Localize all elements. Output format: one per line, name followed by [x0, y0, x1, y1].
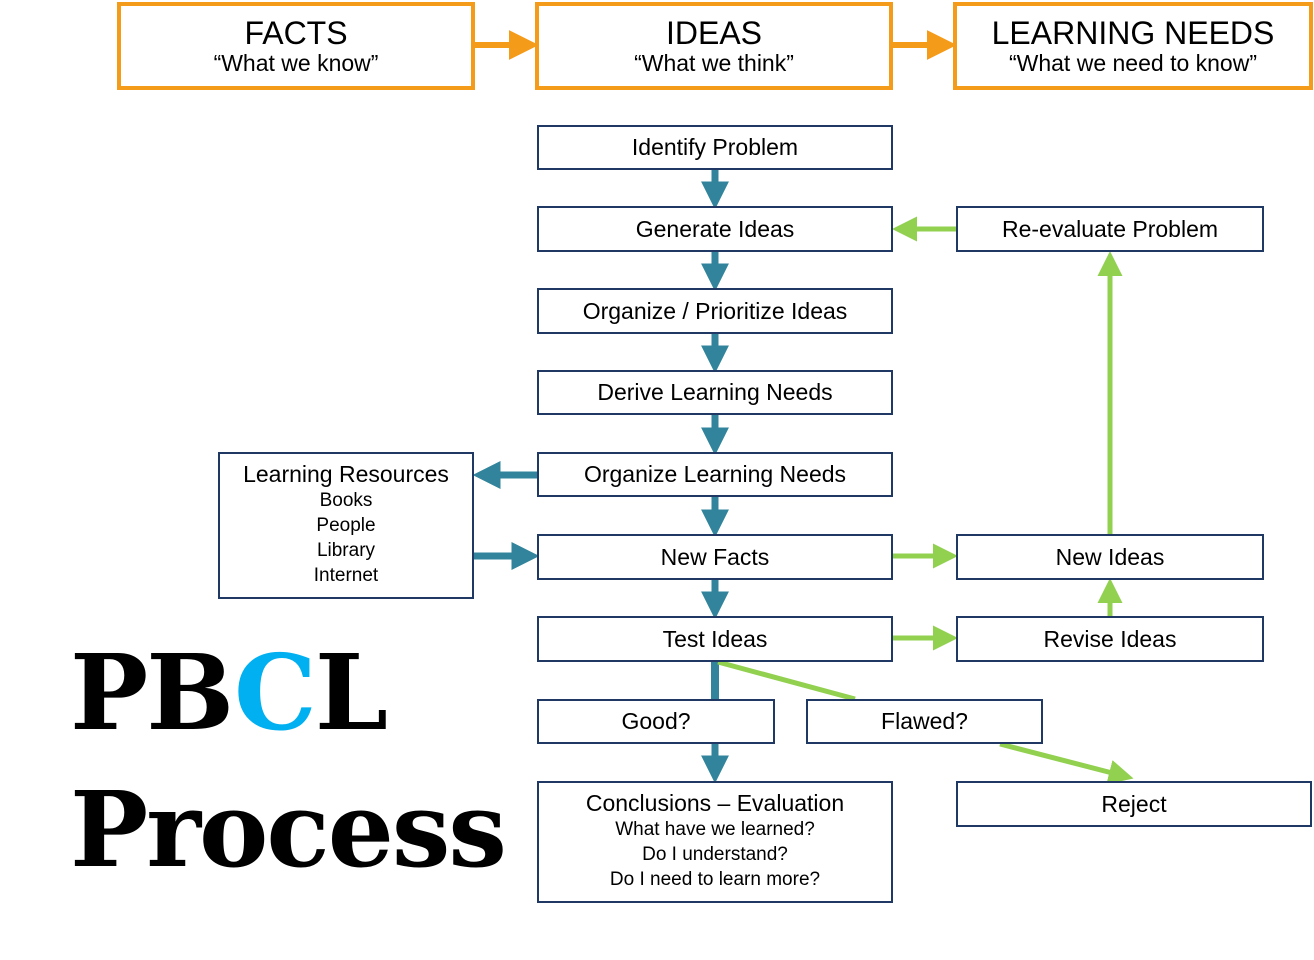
reevaluate-problem-box: Re-evaluate Problem: [956, 206, 1264, 252]
flawed-box: Flawed?: [806, 699, 1043, 744]
revise-ideas-box: Revise Ideas: [956, 616, 1264, 662]
process-title: Process: [70, 768, 507, 891]
conclusions-question: What have we learned?: [615, 819, 815, 840]
identify-problem-box: Identify Problem: [537, 125, 893, 170]
learning-needs-subtitle: “What we need to know”: [1008, 50, 1257, 76]
organize-learning-needs-box: Organize Learning Needs: [537, 452, 893, 497]
resource-item: Books: [319, 490, 373, 511]
facts-title: FACTS: [244, 15, 348, 51]
learning-resources-title: Learning Resources: [243, 461, 449, 487]
conclusions-evaluation-box: Conclusions – Evaluation What have we le…: [537, 781, 893, 903]
learning-resources-box: Learning Resources Books People Library …: [218, 452, 474, 599]
organize-prioritize-ideas-box: Organize / Prioritize Ideas: [537, 288, 893, 334]
pbcl-title-part2: L: [314, 631, 388, 754]
generate-ideas-box: Generate Ideas: [537, 206, 893, 252]
flawed-to-reject-arrow: [999, 741, 1134, 785]
test-to-flawed-line: [717, 659, 856, 702]
ideas-subtitle: “What we think”: [634, 50, 794, 76]
conclusions-question: Do I need to learn more?: [609, 869, 821, 890]
ideas-title: IDEAS: [665, 15, 763, 51]
pbcl-title-part1: PB: [70, 631, 236, 754]
facts-header: FACTS “What we know”: [117, 2, 475, 90]
resource-item: Library: [316, 540, 376, 561]
derive-learning-needs-box: Derive Learning Needs: [537, 370, 893, 415]
pbcl-title-highlight: C: [234, 631, 317, 754]
test-ideas-box: Test Ideas: [537, 616, 893, 662]
resource-item: People: [316, 515, 376, 536]
conclusions-title: Conclusions – Evaluation: [585, 790, 845, 816]
good-box: Good?: [537, 699, 775, 744]
new-facts-box: New Facts: [537, 534, 893, 580]
resource-item: Internet: [313, 565, 379, 586]
reject-box: Reject: [956, 781, 1312, 827]
learning-needs-title: LEARNING NEEDS: [991, 15, 1275, 51]
facts-subtitle: “What we know”: [213, 50, 379, 76]
learning-needs-header: LEARNING NEEDS “What we need to know”: [953, 2, 1313, 90]
ideas-header: IDEAS “What we think”: [535, 2, 893, 90]
conclusions-question: Do I understand?: [642, 844, 788, 865]
new-ideas-box: New Ideas: [956, 534, 1264, 580]
pbcl-title: PBCL: [70, 638, 388, 748]
